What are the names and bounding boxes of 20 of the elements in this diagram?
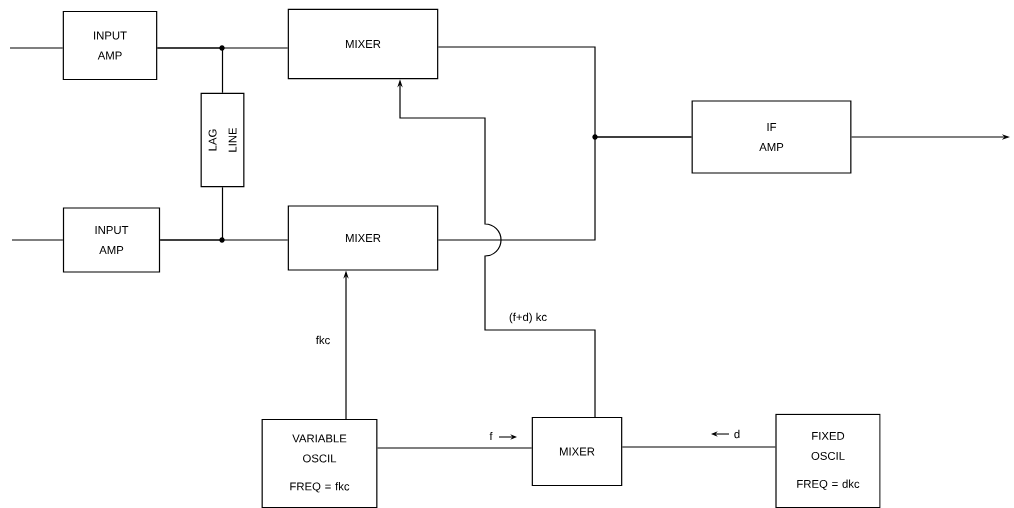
block-box: INPUT AMP: [62, 207, 161, 273]
block-box: INPUT AMP: [62, 10, 158, 81]
connector-line: [9, 47, 64, 49]
connector-line: [156, 47, 224, 94]
edge-label: d: [734, 429, 740, 439]
edge-label: fkc: [315, 335, 330, 345]
block-box: IF AMP: [691, 100, 852, 174]
connector-line: [437, 136, 693, 241]
connector-line: [11, 239, 64, 241]
edge-label: f: [489, 431, 493, 441]
block-box: FIXED OSCIL FREQ = dkc: [775, 413, 881, 508]
connector-line: [159, 186, 224, 241]
connector-line: [621, 446, 776, 448]
block-box: MIXER: [531, 416, 623, 487]
edge-label: (f+d) kc: [509, 312, 547, 324]
block-box: LAG LINE: [200, 92, 245, 188]
block-box: MIXER: [287, 8, 439, 80]
connector-line: [376, 447, 533, 449]
block-box: MIXER: [287, 205, 439, 271]
block-box: VARIABLE OSCIL FREQ = fkc: [261, 418, 378, 508]
